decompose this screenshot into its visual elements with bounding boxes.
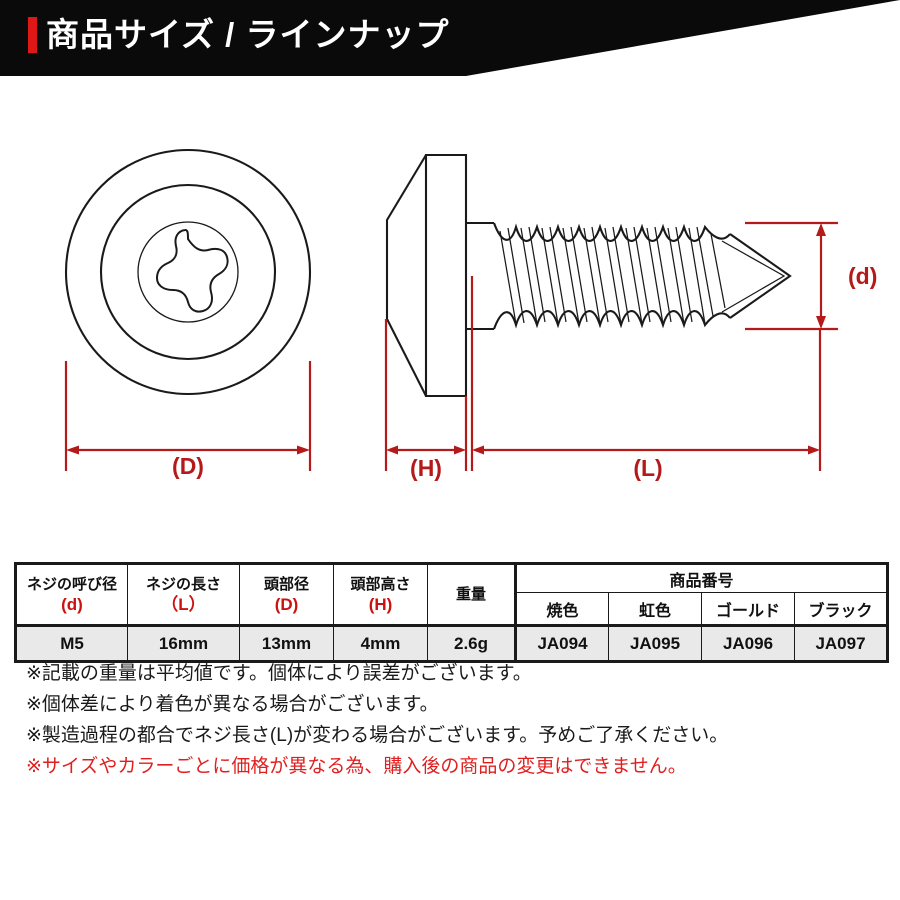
dimension-L-group bbox=[470, 276, 822, 471]
cell-part-number-yakiiro: JA094 bbox=[514, 624, 609, 662]
header-label-weight: 重量 bbox=[455, 586, 486, 603]
head-middle-circle bbox=[99, 183, 277, 361]
dim-d-arrowhead-bottom bbox=[816, 316, 826, 329]
header-cell-head-height: 頭部高さ (H) bbox=[333, 563, 428, 626]
header-code-head-diameter: (D) bbox=[274, 595, 299, 614]
head-flange-outline bbox=[385, 154, 427, 397]
dim-L-arrowhead-right bbox=[808, 445, 820, 455]
specification-table: ネジの呼び径 (d) ネジの長さ （L） 頭部径 (D) 頭部高さ (H) 重量 bbox=[14, 562, 890, 663]
note-line-4-warning: ※サイズやカラーごとに価格が異なる為、購入後の商品の変更はできません。 bbox=[26, 756, 687, 777]
note-line-1: ※記載の重量は平均値です。個体により誤差がございます。 bbox=[26, 663, 532, 684]
head-block-outline bbox=[424, 153, 468, 398]
dimension-label-d: (d) bbox=[848, 263, 877, 289]
specification-table-container: ネジの呼び径 (d) ネジの長さ （L） 頭部径 (D) 頭部高さ (H) 重量 bbox=[14, 562, 890, 663]
product-dimension-diagram: (D) bbox=[0, 76, 900, 506]
header-cell-diameter: ネジの呼び径 (d) bbox=[15, 563, 128, 626]
header-label-diameter: ネジの呼び径 bbox=[26, 576, 117, 593]
screw-tip-inner bbox=[721, 240, 786, 313]
diagram-svg: (D) bbox=[64, 148, 877, 481]
dim-H-arrowhead-right bbox=[454, 445, 466, 455]
dim-D-arrowhead-left bbox=[66, 445, 79, 455]
note-line-2: ※個体差により着色が異なる場合がございます。 bbox=[26, 694, 439, 715]
dim-L-arrowhead-left bbox=[472, 445, 484, 455]
table-header-row-1: ネジの呼び径 (d) ネジの長さ （L） 頭部径 (D) 頭部高さ (H) 重量 bbox=[15, 563, 889, 626]
header-label-head-height: 頭部高さ bbox=[350, 576, 411, 593]
screw-tip bbox=[729, 233, 792, 319]
torx-star-shape bbox=[155, 228, 229, 313]
dimension-label-D: (D) bbox=[172, 453, 204, 479]
header-cell-color-yakiiro: 焼色 bbox=[514, 592, 609, 626]
thread-helix-lines bbox=[499, 226, 726, 325]
page-header-banner: 商品サイズ / ラインナップ bbox=[0, 0, 900, 76]
header-cell-color-black: ブラック bbox=[793, 592, 889, 626]
cell-length: 16mm bbox=[127, 624, 240, 662]
cell-head-diameter: 13mm bbox=[239, 624, 334, 662]
note-line-3: ※製造過程の都合でネジ長さ(L)が変わる場合がございます。予めご了承ください。 bbox=[26, 725, 729, 746]
header-cell-part-number-group: 商品番号 bbox=[513, 563, 889, 593]
cell-part-number-nijiiro: JA095 bbox=[608, 624, 702, 662]
dimension-D-group bbox=[64, 361, 312, 471]
cell-head-height: 4mm bbox=[333, 624, 428, 662]
dim-H-arrowhead-left bbox=[386, 445, 398, 455]
header-code-head-height: (H) bbox=[368, 595, 393, 614]
dim-d-arrowhead-top bbox=[816, 223, 826, 236]
dimension-H-group bbox=[384, 319, 468, 471]
screw-head-top-view bbox=[64, 148, 312, 396]
header-label-head-diameter: 頭部径 bbox=[263, 576, 309, 593]
dimension-label-L: (L) bbox=[633, 455, 662, 481]
cell-diameter: M5 bbox=[15, 624, 128, 662]
dim-D-arrowhead-right bbox=[297, 445, 310, 455]
header-code-length: （L） bbox=[161, 595, 206, 614]
screw-side-view bbox=[385, 153, 792, 398]
header-cell-color-gold: ゴールド bbox=[701, 592, 795, 626]
head-inner-circle bbox=[137, 221, 239, 323]
header-cell-weight: 重量 bbox=[427, 563, 516, 626]
header-cell-color-nijiiro: 虹色 bbox=[608, 592, 702, 626]
cell-part-number-black: JA097 bbox=[793, 624, 889, 662]
thread-profile-bottom bbox=[493, 310, 731, 330]
cell-weight: 2.6g bbox=[427, 624, 516, 662]
header-cell-length: ネジの長さ （L） bbox=[127, 563, 240, 626]
cell-part-number-gold: JA096 bbox=[701, 624, 795, 662]
table-row: M5 16mm 13mm 4mm 2.6g JA094 JA095 JA096 … bbox=[15, 624, 889, 662]
header-cell-head-diameter: 頭部径 (D) bbox=[239, 563, 334, 626]
notes-section: ※記載の重量は平均値です。個体により誤差がございます。 ※個体差により着色が異な… bbox=[26, 658, 876, 782]
table-header-row-2: 焼色 虹色 ゴールド ブラック bbox=[16, 592, 889, 626]
thread-profile-top bbox=[493, 222, 731, 242]
dimension-d-group bbox=[745, 221, 838, 331]
header-code-diameter: (d) bbox=[61, 595, 83, 614]
dimension-label-H: (H) bbox=[410, 455, 442, 481]
screw-neck bbox=[466, 221, 494, 331]
header-red-accent-bar bbox=[28, 17, 37, 53]
head-outer-circle bbox=[64, 148, 312, 396]
header-label-length: ネジの長さ bbox=[145, 576, 221, 593]
page-title: 商品サイズ / ラインナップ bbox=[46, 16, 450, 53]
